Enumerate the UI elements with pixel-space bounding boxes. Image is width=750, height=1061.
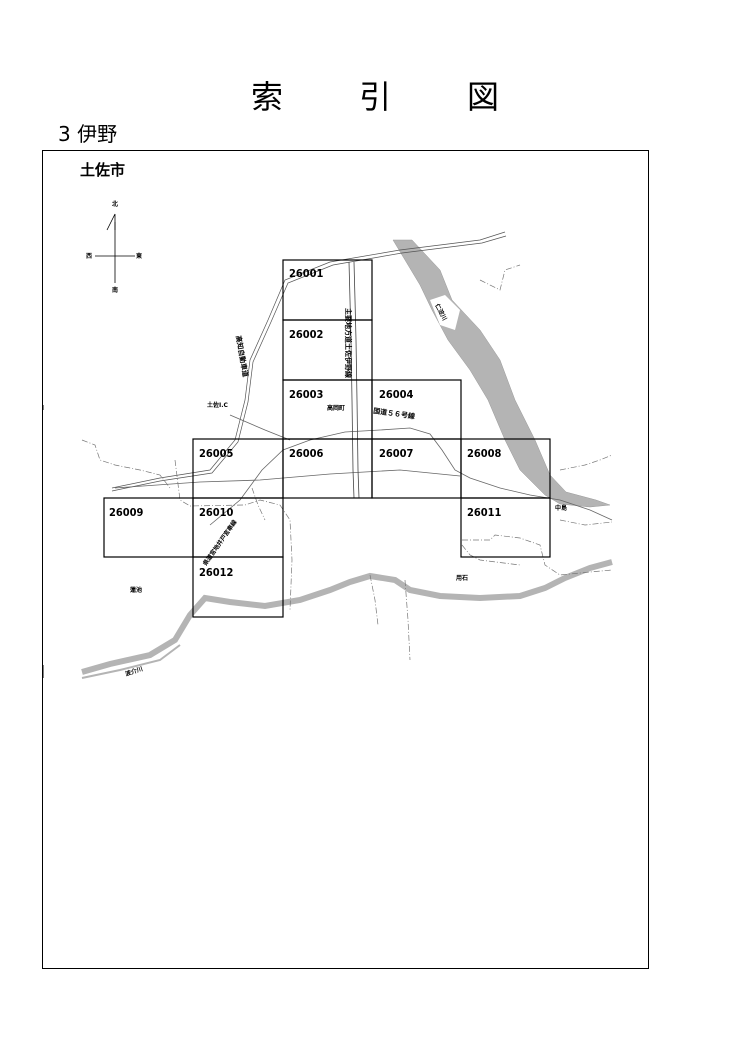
route56-label: 国道５６号線 bbox=[373, 406, 416, 421]
yoshi-label: 用石 bbox=[455, 575, 468, 582]
grid-label: 26007 bbox=[379, 447, 414, 460]
expressway bbox=[111, 231, 507, 492]
expressway-label: 高知自動車道 bbox=[234, 335, 250, 378]
grid-label: 26008 bbox=[467, 447, 502, 460]
title-char-3: 図 bbox=[467, 78, 500, 116]
grid-label: 26004 bbox=[379, 388, 414, 401]
route56-road bbox=[114, 414, 613, 526]
compass-south: 南 bbox=[112, 286, 118, 294]
page-title: 索引図 bbox=[0, 72, 750, 118]
grid-cell-26011[interactable] bbox=[460, 497, 551, 558]
takaoka-label: 高岡町 bbox=[327, 404, 345, 412]
grid-label: 26001 bbox=[289, 267, 324, 280]
compass: 北 南 西 東 bbox=[86, 200, 142, 294]
grid-label: 26006 bbox=[289, 447, 324, 460]
grid-label: 26012 bbox=[199, 566, 234, 579]
lake-label: 蓮池 bbox=[130, 586, 142, 594]
grid-label: 26003 bbox=[289, 388, 324, 401]
title-char-2: 引 bbox=[358, 78, 391, 116]
kenmichi-label: 県道宮地井戸宮奉線 bbox=[201, 518, 239, 567]
compass-west: 西 bbox=[86, 252, 92, 260]
grid-label: 26002 bbox=[289, 328, 324, 341]
index-grid bbox=[103, 259, 551, 618]
compass-east: 東 bbox=[136, 252, 142, 260]
niyodo-island bbox=[430, 295, 460, 330]
grid-label: 26010 bbox=[199, 506, 234, 519]
title-char-1: 索 bbox=[250, 78, 283, 116]
niyodo-river bbox=[392, 239, 611, 508]
grid-cell-26012[interactable] bbox=[192, 556, 284, 618]
section-title: 3 伊野 bbox=[58, 122, 118, 146]
main-road bbox=[348, 261, 360, 499]
local-roads bbox=[81, 264, 613, 661]
map-frame bbox=[42, 150, 649, 969]
grid-labels: 26001 26002 26003 26004 26005 26006 2600… bbox=[109, 267, 502, 579]
city-label: 土佐市 bbox=[80, 161, 125, 179]
grid-label: 26009 bbox=[109, 506, 144, 519]
route-main-label: 主要地方道土佐伊野線 bbox=[344, 308, 353, 378]
place-labels: 主要地方道土佐伊野線 高知自動車道 土佐I.C 高岡町 国道５６号線 仁淀川 中… bbox=[124, 302, 567, 678]
grid-label: 26011 bbox=[467, 506, 502, 519]
hakyo-river bbox=[81, 559, 613, 675]
ic-label: 土佐I.C bbox=[207, 401, 229, 409]
grid-label: 26005 bbox=[199, 447, 234, 460]
compass-north: 北 bbox=[112, 200, 118, 208]
nakajima-label: 中島 bbox=[555, 504, 567, 512]
